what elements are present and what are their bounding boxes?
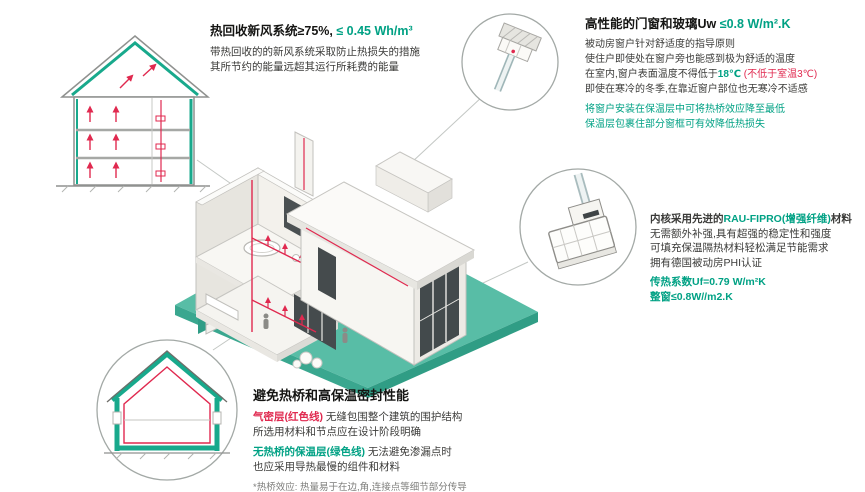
- thermal-title: 避免热桥和高保温密封性能: [253, 388, 410, 403]
- heat-recovery-body: 带热回收的的新风系统采取防止热损失的措施 其所节约的能量远超其运行所耗费的能量: [210, 45, 420, 75]
- profile-line1-pre: 内核采用先进的: [650, 213, 724, 225]
- heat-recovery-title: 热回收新风系统≥75%, ≤ 0.45 Wh/m³: [210, 20, 420, 39]
- window-opening: [112, 411, 122, 425]
- person-figure: [342, 327, 348, 343]
- profile-line5: 传热系数Uf=0.79 W/m²K: [650, 276, 766, 288]
- window-frame-section: [497, 36, 533, 63]
- profile-line6: 整窗≤0.8W//m2.K: [650, 290, 733, 303]
- airtight-layer-label: 气密层(红色线): [253, 411, 323, 423]
- ground-hatching: [61, 185, 207, 193]
- insulation-section-callout: [96, 339, 238, 481]
- ground-hatching: [115, 452, 217, 460]
- thermal-line3-rest: 无法避免渗漏点时: [365, 446, 452, 458]
- thermal-annotation: 避免热桥和高保温密封性能 气密层(红色线) 无缝包围整个建筑的围护结构 所选用材…: [253, 385, 467, 492]
- glass-door: [294, 294, 336, 350]
- eave-duct-line: [305, 227, 409, 287]
- window-profile-callout: [519, 168, 637, 286]
- windows-line3: 在室内,窗户表面温度不得低于18℃ (不低于室温3℃): [585, 67, 817, 82]
- kitchen-counter: [205, 293, 239, 321]
- windows-line3-temp: 18℃: [717, 69, 742, 80]
- windows-title: 高性能的门窗和玻璃Uw ≤0.8 W/m².K: [585, 13, 817, 32]
- windows-line5: 将窗户安装在保温层中可将热桥效应降至最低: [585, 104, 785, 115]
- heat-recovery-title-value: ≤ 0.45 Wh/m³: [336, 24, 413, 38]
- isometric-house-illustration: [175, 131, 538, 398]
- insulation-layer-label: 无热桥的保温层(绿色线): [253, 446, 365, 458]
- profile-line1-highlight: RAU-FIPRO(增强纤维): [723, 213, 831, 225]
- profile-line1-post: 材料: [830, 213, 852, 225]
- thermal-line1: 气密层(红色线) 无缝包围整个建筑的围护结构: [253, 410, 467, 425]
- radiators: [155, 115, 166, 177]
- windows-annotation: 高性能的门窗和玻璃Uw ≤0.8 W/m².K 被动房窗户针对舒适度的指导原则 …: [585, 13, 817, 132]
- heat-recovery-annotation: 热回收新风系统≥75%, ≤ 0.45 Wh/m³ 带热回收的的新风系统采取防止…: [210, 20, 420, 75]
- window-opening: [212, 411, 222, 425]
- windows-title-text: 高性能的门窗和玻璃Uw: [585, 17, 720, 31]
- glazing-unit: [493, 53, 516, 92]
- windows-line2: 使住户即使处在窗户旁也能感到极为舒适的温度: [585, 54, 795, 65]
- roof-outline: [106, 350, 228, 403]
- thermal-line4: 也应采用导热最慢的组件和材料: [253, 461, 400, 473]
- bathtub: [243, 239, 281, 257]
- windows-line4: 即使在寒冷的冬季,在靠近窗户部位也无寒冷不适感: [585, 84, 808, 95]
- window-corner-detail-callout: [461, 13, 559, 111]
- heat-recovery-line2: 其所节约的能量远超其运行所耗费的能量: [210, 61, 399, 73]
- windows-title-value: ≤0.8 W/m².K: [719, 17, 791, 31]
- airtight-layer-red: [123, 366, 211, 444]
- entry-door: [318, 247, 336, 300]
- thermal-line1-rest: 无缝包围整个建筑的围护结构: [323, 411, 463, 423]
- profile-line3: 可填充保温隔热材料轻松满足节能需求: [650, 242, 829, 254]
- thermal-bridge-note: *热桥效应: 热量易于在边,角,连接点等细节部分传导: [253, 482, 467, 492]
- profile-line1: 内核采用先进的RAU-FIPRO(增强纤维)材料: [650, 212, 852, 227]
- windows-line3-text: 在室内,窗户表面温度不得低于: [585, 69, 718, 80]
- airflow-arrows: [86, 63, 157, 178]
- profile-annotation: 内核采用先进的RAU-FIPRO(增强纤维)材料 无需额外补强,具有超强的稳定性…: [650, 212, 852, 304]
- heat-recovery-house-illustration: [56, 35, 211, 193]
- seal-marker: [511, 49, 515, 54]
- gasket: [582, 209, 600, 220]
- profile-line4: 拥有德国被动房PHI认证: [650, 256, 763, 269]
- thermal-line3: 无热桥的保温层(绿色线) 无法避免渗漏点时: [253, 445, 467, 460]
- windows-line1: 被动房窗户针对舒适度的指导原则: [585, 39, 735, 50]
- thermal-line2: 所选用材料和节点应在设计阶段明确: [253, 426, 421, 438]
- bushes: [292, 351, 323, 369]
- people-figures: [263, 313, 269, 329]
- profile-line2: 无需额外补强,具有超强的稳定性和强度: [650, 227, 832, 240]
- windows-line3-note: (不低于室温3℃): [741, 69, 818, 80]
- windows-body: 被动房窗户针对舒适度的指导原则 使住户即使处在窗户旁也能感到极为舒适的温度 在室…: [585, 37, 817, 132]
- thermal-body: 气密层(红色线) 无缝包围整个建筑的围护结构 所选用材料和节点应在设计阶段明确 …: [253, 410, 467, 492]
- windows-line6: 保温层包裹住部分窗框可有效降低热损失: [585, 119, 765, 130]
- heat-recovery-line1: 带热回收的的新风系统采取防止热损失的措施: [210, 46, 420, 58]
- heat-recovery-title-text: 热回收新风系统≥75%,: [210, 24, 337, 38]
